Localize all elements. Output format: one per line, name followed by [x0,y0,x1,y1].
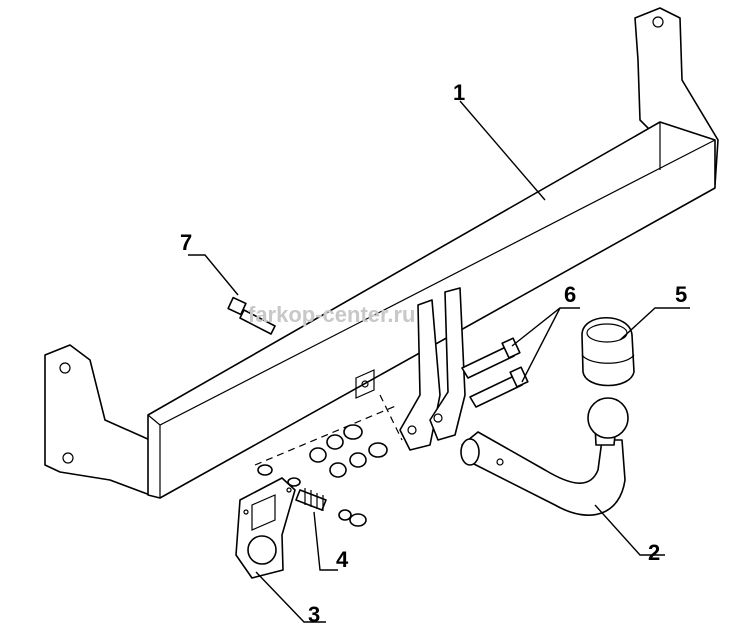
watermark-text: farkop-center.ru [248,302,416,327]
side-bolt [227,296,276,335]
callout-3: 3 [308,602,320,627]
callout-4: 4 [336,547,349,572]
washers-and-nuts [257,424,388,527]
electrical-socket-plate [235,477,296,579]
mounting-bolts [461,337,529,408]
callout-6: 6 [564,282,576,307]
assembly-line [254,404,399,466]
left-mounting-bracket [44,344,151,496]
callout-1: 1 [453,80,465,105]
callout-2: 2 [648,540,660,565]
callout-5: 5 [675,282,687,307]
tow-ball-neck [460,397,629,516]
callout-leaders [188,100,690,623]
spring-washer-stack [287,477,327,511]
tow-ball-cap [581,316,635,387]
callout-7: 7 [180,230,192,255]
hitch-mount-brackets [355,287,466,451]
